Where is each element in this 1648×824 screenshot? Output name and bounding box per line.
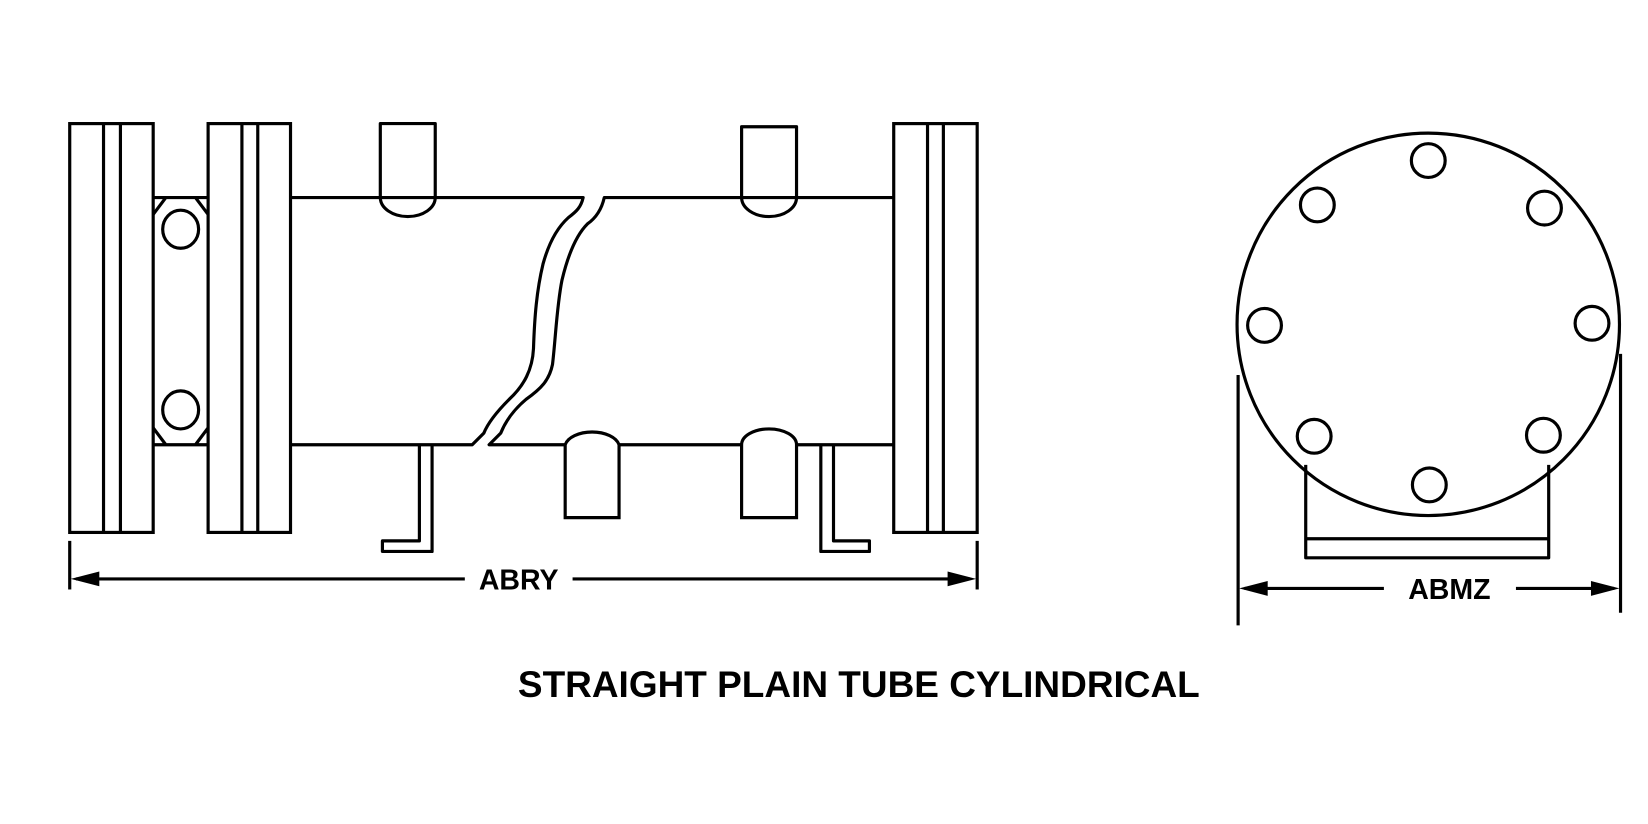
support-leg-right: [819, 444, 872, 554]
arrow-left-icon: [70, 571, 100, 587]
bolt-holes: [1246, 142, 1611, 504]
tube-shell-left: [290, 195, 585, 447]
bolt-hole: [1573, 304, 1611, 342]
nozzle-top-2: [740, 125, 799, 219]
arrow-left-icon: [1239, 581, 1268, 596]
dimension-abmz: ABMZ: [1239, 574, 1620, 606]
end-view: ABMZ: [1235, 131, 1623, 626]
end-flange: [1235, 131, 1622, 518]
dimension-label-abmz: ABMZ: [1408, 574, 1490, 606]
dimension-label-abry: ABRY: [479, 564, 559, 596]
arrow-right-icon: [947, 571, 977, 587]
bolt-hole: [1525, 189, 1563, 227]
bolt-hole: [1410, 466, 1448, 504]
bolt-hole: [1409, 142, 1447, 180]
saddle-support: [1304, 464, 1551, 560]
bolt-hole: [1295, 417, 1333, 455]
spacer-ring: [151, 195, 210, 447]
side-view: ABRY: [68, 122, 979, 596]
support-leg-left: [380, 444, 434, 554]
bolt-hole: [161, 208, 201, 250]
diagram-title: STRAIGHT PLAIN TUBE CYLINDRICAL: [518, 664, 1200, 705]
bolt-hole: [161, 389, 201, 431]
nozzle-bottom-1: [563, 430, 621, 520]
bolt-hole: [1524, 416, 1562, 454]
flange-left-outer: [68, 122, 155, 535]
tube-shell-right: [487, 195, 894, 447]
flange-left-inner: [206, 122, 293, 535]
bolt-hole: [1298, 186, 1336, 224]
flange-right: [892, 122, 979, 535]
arrow-right-icon: [1590, 581, 1620, 596]
bolt-hole: [1246, 306, 1284, 344]
nozzle-bottom-2: [740, 427, 799, 520]
dimension-abry: ABRY: [68, 540, 979, 596]
nozzle-top-1: [378, 122, 437, 219]
